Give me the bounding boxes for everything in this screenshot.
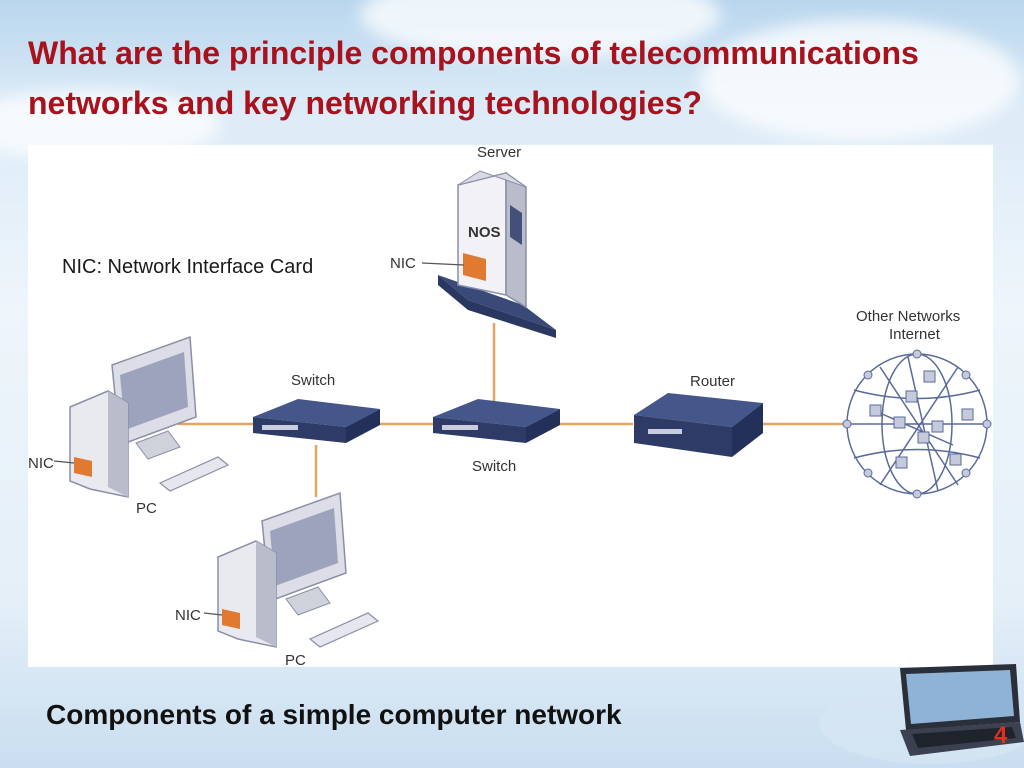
- switch-left-device: [253, 399, 380, 443]
- network-diagram: Server NOS NIC Switch Switch Router: [28, 145, 993, 667]
- router-label: Router: [690, 373, 735, 390]
- network-diagram-svg: Server NOS NIC Switch Switch Router: [28, 145, 992, 667]
- diagram-caption: Components of a simple computer network: [46, 699, 622, 730]
- internet-label: Internet: [889, 326, 941, 343]
- sky-cloud: [700, 20, 1020, 140]
- slide-title: What are the principle components of tel…: [28, 35, 919, 121]
- switch-center-label: Switch: [472, 458, 516, 475]
- server-nic-card: [463, 253, 486, 281]
- pc1-nic-label: NIC: [28, 455, 54, 472]
- nos-label: NOS: [468, 224, 501, 241]
- pc2-nic-card: [222, 609, 240, 629]
- pc2-label: PC: [285, 652, 306, 667]
- server-nic-label: NIC: [390, 255, 416, 272]
- pc2-device: [203, 491, 380, 648]
- pc1-label: PC: [136, 500, 157, 517]
- server-label: Server: [477, 145, 521, 161]
- pc2-nic-label: NIC: [175, 607, 201, 624]
- pc1-device: [53, 335, 230, 498]
- internet-nodes: [842, 349, 992, 499]
- server-device: [421, 170, 556, 338]
- nic-definition-note: NIC: Network Interface Card: [62, 256, 314, 278]
- router-device: [634, 393, 763, 457]
- switch-center-device: [433, 399, 560, 443]
- pc1-nic-card: [74, 457, 92, 477]
- network-links: [178, 323, 850, 497]
- other-networks-label: Other Networks: [856, 308, 960, 325]
- laptop-decoration-icon: [820, 664, 1024, 764]
- slide-number: 4: [994, 722, 1008, 749]
- switch-left-label: Switch: [291, 372, 335, 389]
